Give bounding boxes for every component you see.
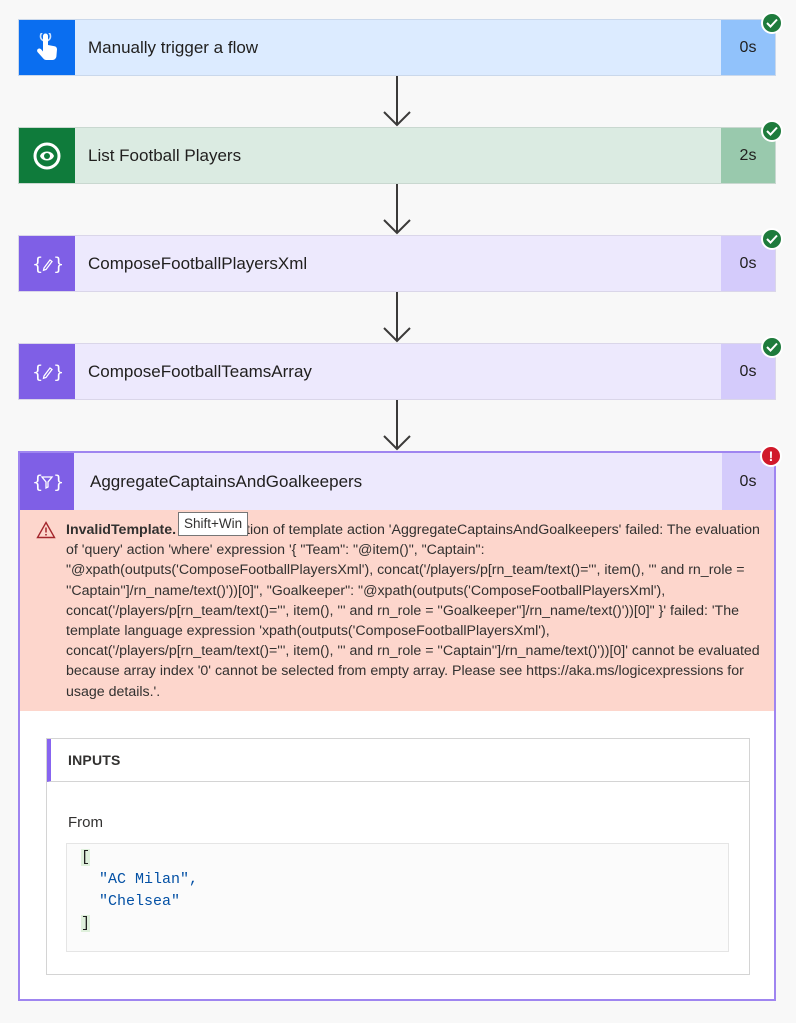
inputs-header[interactable]: INPUTS bbox=[47, 739, 749, 782]
error-status-icon: ! bbox=[760, 445, 782, 467]
step-title: ComposeFootballTeamsArray bbox=[88, 361, 312, 381]
warning-icon bbox=[36, 521, 56, 539]
step-title: Manually trigger a flow bbox=[88, 37, 259, 57]
code-bracket-close: ] bbox=[81, 915, 91, 932]
step-compose-football-teams-array[interactable]: {} ComposeFootballTeamsArray 0s bbox=[18, 336, 783, 400]
success-check-icon bbox=[761, 120, 783, 142]
success-check-icon bbox=[761, 228, 783, 250]
from-label: From bbox=[68, 814, 103, 831]
error-code: InvalidTemplate. bbox=[66, 522, 177, 538]
arrow-down-icon bbox=[383, 400, 411, 451]
code-bracket-open: [ bbox=[81, 849, 91, 866]
success-check-icon bbox=[761, 12, 783, 34]
dataverse-icon bbox=[19, 128, 75, 183]
svg-text:{: { bbox=[32, 254, 43, 275]
svg-text:}: } bbox=[53, 362, 62, 383]
arrow-down-icon bbox=[383, 76, 411, 127]
error-message-box: Shift+Win InvalidTemplate. The execution… bbox=[20, 510, 774, 711]
compose-icon: {} bbox=[19, 344, 75, 399]
keyboard-shortcut-tooltip: Shift+Win bbox=[178, 512, 249, 537]
step-header[interactable]: {} AggregateCaptainsAndGoalkeepers 0s bbox=[20, 453, 774, 510]
step-title: ComposeFootballPlayersXml bbox=[88, 253, 308, 273]
filter-array-icon: {} bbox=[20, 453, 74, 510]
from-code-block[interactable]: [ "AC Milan", "Chelsea" ] bbox=[66, 843, 729, 952]
step-list-football-players[interactable]: List Football Players 2s bbox=[18, 120, 783, 184]
compose-icon: {} bbox=[19, 236, 75, 291]
svg-text:}: } bbox=[53, 254, 62, 275]
code-string-item: "Chelsea" bbox=[99, 893, 181, 910]
step-aggregate-captains-and-goalkeepers: {} AggregateCaptainsAndGoalkeepers 0s ! … bbox=[18, 445, 782, 1001]
step-title: List Football Players bbox=[88, 145, 242, 165]
arrow-down-icon bbox=[383, 292, 411, 343]
step-compose-football-players-xml[interactable]: {} ComposeFootballPlayersXml 0s bbox=[18, 228, 783, 292]
svg-text:{: { bbox=[32, 362, 43, 383]
touch-hand-icon bbox=[19, 20, 75, 75]
svg-text:}: } bbox=[53, 472, 62, 493]
success-check-icon bbox=[761, 336, 783, 358]
step-manually-trigger[interactable]: Manually trigger a flow 0s bbox=[18, 12, 783, 76]
arrow-down-icon bbox=[383, 184, 411, 235]
step-title: AggregateCaptainsAndGoalkeepers bbox=[90, 471, 363, 491]
inputs-section: INPUTS From [ "AC Milan", "Chelsea" ] bbox=[46, 738, 750, 975]
code-string-item: "AC Milan", bbox=[99, 871, 199, 888]
error-text: The execution of template action 'Aggreg… bbox=[66, 522, 760, 700]
svg-text:{: { bbox=[32, 472, 43, 493]
